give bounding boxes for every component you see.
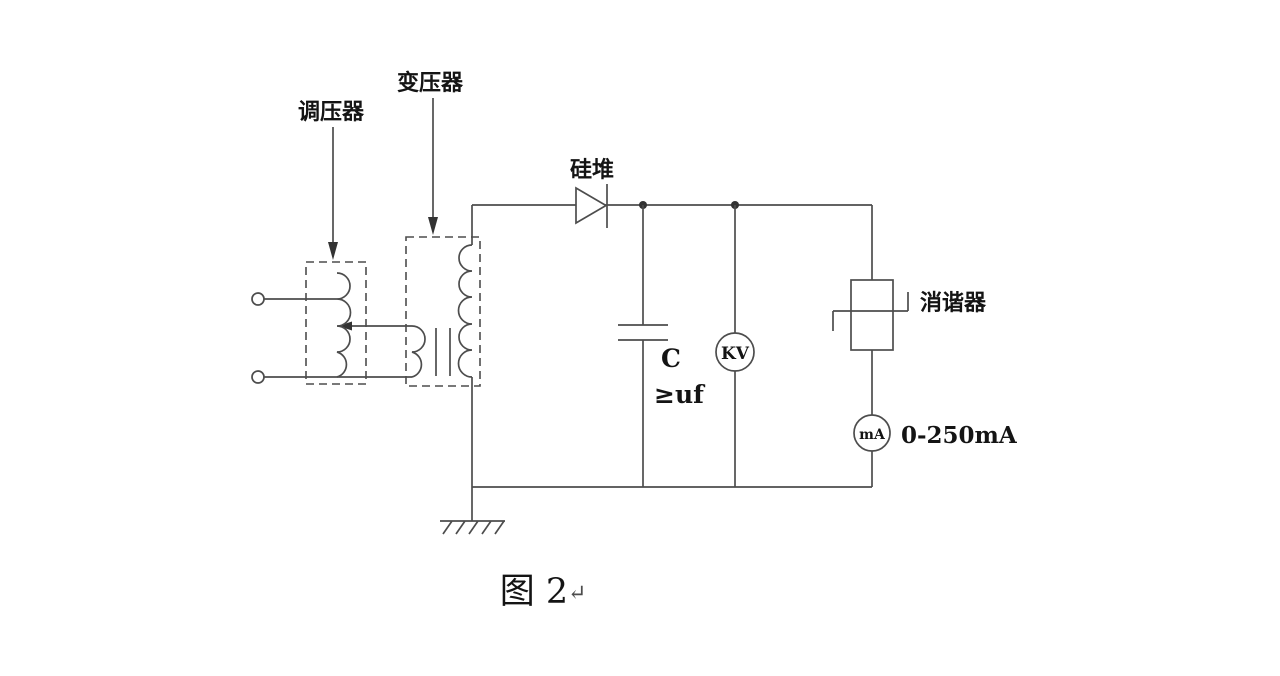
rectifier-label: 硅堆 — [570, 157, 614, 183]
ground-icon — [440, 520, 505, 535]
transformer-label: 变压器 — [397, 70, 464, 96]
regulator-box — [305, 261, 367, 385]
tap-arrow-icon — [338, 321, 352, 331]
capacitor-value: ≥uf — [654, 380, 706, 409]
arrester-symbol — [850, 279, 894, 351]
transformer-primary-coil — [411, 325, 426, 378]
regulator-coil — [336, 272, 352, 378]
figure-caption: 图 2 — [500, 572, 568, 612]
voltmeter-dial-label: KV — [721, 344, 750, 364]
arrester-cross-line — [832, 292, 909, 331]
input-terminal-bottom — [251, 370, 265, 384]
transformer-label-arrowhead-icon — [428, 217, 438, 235]
return-mark: ↵ — [568, 581, 586, 606]
diode-icon — [575, 186, 608, 225]
capacitor-designator: C — [661, 344, 681, 373]
input-terminal-top — [251, 292, 265, 306]
regulator-label-arrowhead-icon — [328, 242, 338, 260]
transformer-secondary-coil — [457, 244, 473, 378]
capacitor-symbol — [618, 324, 668, 341]
ammeter-dial-label: mA — [859, 427, 886, 443]
ammeter-range-label: 0-250mA — [901, 422, 1018, 449]
regulator-label: 调压器 — [298, 99, 365, 125]
transformer-box — [405, 236, 481, 387]
transformer-core — [435, 328, 451, 376]
arrester-label: 消谐器 — [920, 290, 987, 316]
